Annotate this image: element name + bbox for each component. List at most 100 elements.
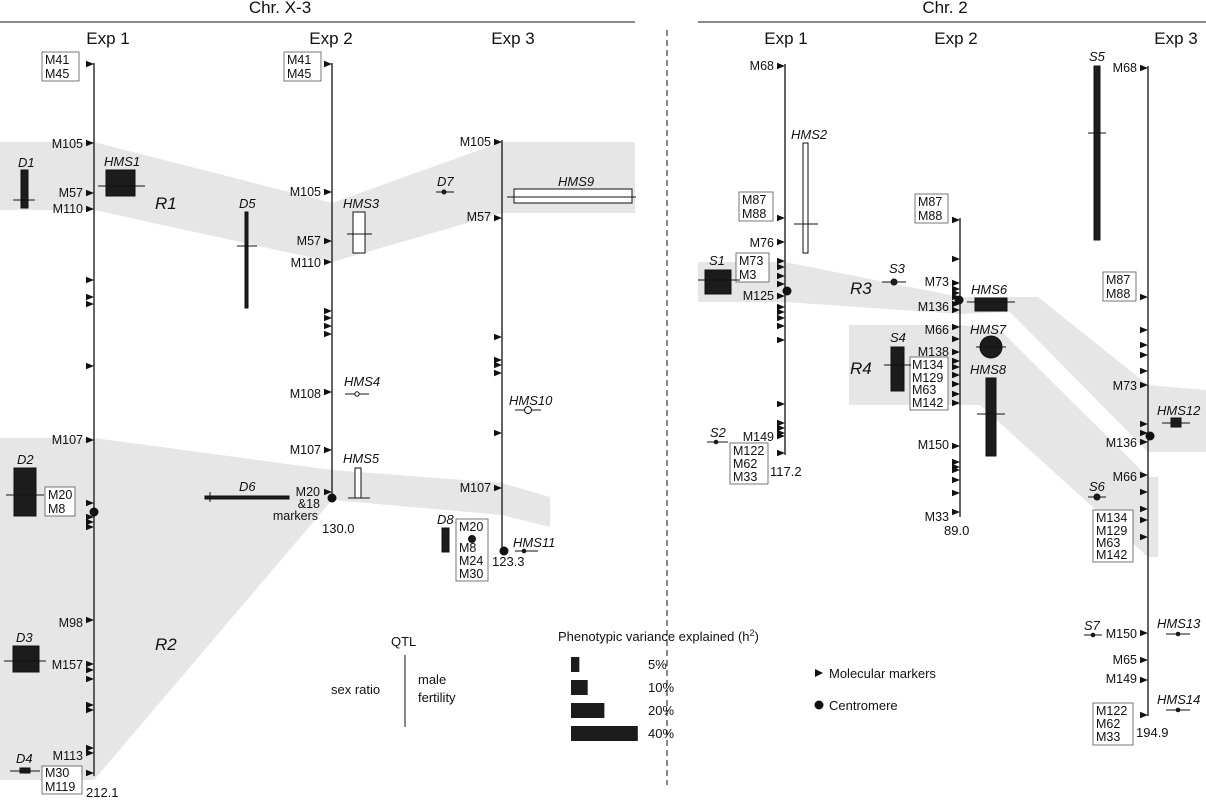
qtl-hms14	[1175, 707, 1181, 713]
marker-tick-icon	[777, 449, 785, 457]
marker-tick-icon	[1140, 711, 1148, 719]
centromere-2-exp2	[954, 295, 964, 305]
qtl-s6	[1093, 493, 1101, 501]
legend-variance-label: 40%	[648, 726, 674, 741]
qtl-d1	[20, 169, 29, 209]
qtl-label-hms9: HMS9	[558, 174, 594, 189]
marker-label: M105	[52, 137, 83, 151]
chromosome-axes	[93, 63, 1149, 776]
qtl-label-d3: D3	[16, 630, 33, 645]
marker-box	[914, 193, 949, 224]
marker-tick-icon	[494, 138, 502, 146]
legend-qtl-title: QTL	[391, 634, 416, 649]
qtl-label-d2: D2	[17, 452, 34, 467]
legend: QTL sex ratio male fertility Phenotypic …	[331, 628, 936, 741]
marker-box	[41, 51, 80, 82]
marker-label: M73	[739, 254, 763, 268]
qtl-d7	[441, 189, 447, 195]
marker-label: M20	[459, 520, 483, 534]
region-label-r2: R2	[155, 635, 177, 654]
marker-tick-icon	[952, 216, 960, 224]
marker-label: M142	[912, 396, 943, 410]
marker-label: M66	[925, 323, 949, 337]
marker-label: M88	[918, 209, 942, 223]
region-label-r4: R4	[850, 359, 872, 378]
legend-centromere: Centromere	[829, 698, 898, 713]
marker-tick-icon	[324, 488, 332, 496]
chromosome-title-2: Chr. 2	[922, 0, 967, 17]
qtl-label-hms1: HMS1	[104, 154, 140, 169]
marker-tick-icon	[86, 518, 94, 526]
marker-tick-icon	[494, 361, 502, 369]
marker-tick-icon	[86, 300, 94, 308]
marker-tick-icon	[777, 308, 785, 316]
marker-tick-icon	[324, 330, 332, 338]
qtl-hms3	[352, 211, 366, 254]
qtl-label-hms3: HMS3	[343, 196, 380, 211]
marker-tick-icon	[86, 205, 94, 213]
marker-tick-icon	[86, 499, 94, 507]
marker-label: M134	[912, 358, 943, 372]
region-label-r3: R3	[850, 279, 872, 298]
marker-label: M108	[290, 387, 321, 401]
marker-tick-icon	[86, 189, 94, 197]
qtl-s5	[1093, 65, 1101, 241]
marker-tick-icon	[86, 616, 94, 624]
marker-labels-x-exp1: M41 M45 M105 M57 M110 M107 M20 M8 M98 M1…	[41, 51, 119, 800]
marker-tick-icon	[86, 706, 94, 714]
marker-box	[455, 518, 489, 582]
centromere-2-exp3	[1145, 431, 1155, 441]
marker-tick-icon	[952, 458, 960, 466]
marker-box	[738, 191, 774, 222]
qtl-hms11	[521, 548, 527, 554]
qtl-marks	[4, 65, 1190, 774]
marker-tick-icon	[1140, 533, 1148, 541]
marker-tick-icon	[494, 356, 502, 364]
marker-tick-icon	[952, 323, 960, 331]
legend-sex-ratio: sex ratio	[331, 682, 380, 697]
marker-tick-icon	[1140, 676, 1148, 684]
marker-label: &18	[298, 497, 320, 511]
marker-label: M45	[45, 67, 69, 81]
marker-tick-icon	[777, 238, 785, 246]
marker-label: M57	[467, 210, 491, 224]
marker-label: M62	[733, 457, 757, 471]
marker-tick-icon	[777, 280, 785, 288]
marker-tick-icon	[1140, 420, 1148, 428]
marker-label: M119	[45, 780, 75, 794]
marker-tick-icon	[952, 279, 960, 287]
legend-variance-bar	[571, 680, 588, 695]
marker-box	[729, 442, 769, 485]
legend-variance-title: Phenotypic variance explained (h2)	[558, 628, 759, 644]
marker-label: M107	[460, 481, 491, 495]
qtl-label-s7: S7	[1084, 618, 1101, 633]
qtl-hms8	[985, 377, 997, 457]
marker-label: M68	[750, 59, 774, 73]
legend-marker-arrow-icon	[815, 669, 823, 677]
marker-tick-icon	[952, 357, 960, 365]
legend-variance-bars: 5%10%20%40%	[571, 657, 674, 741]
marker-tick-icon	[86, 523, 94, 531]
legend-variance-label: 10%	[648, 680, 674, 695]
qtl-hms1	[105, 169, 136, 197]
centromere-2-exp1	[782, 286, 792, 296]
qtl-d3	[12, 645, 40, 673]
marker-tick-icon	[1140, 367, 1148, 375]
marker-label: M33	[1096, 730, 1120, 744]
qtl-s3	[890, 278, 898, 286]
marker-tick-icon	[952, 476, 960, 484]
marker-label: M149	[1106, 672, 1137, 686]
marker-label: M98	[59, 616, 83, 630]
marker-label: M62	[1096, 717, 1120, 731]
marker-label: M63	[1096, 536, 1120, 550]
marker-tick-icon	[86, 749, 94, 757]
marker-label: M136	[918, 300, 949, 314]
marker-tick-icon	[324, 322, 332, 330]
marker-label: M142	[1096, 548, 1127, 562]
centromere-x-exp3	[499, 546, 509, 556]
marker-tick-icon	[86, 744, 94, 752]
qtl-d6	[204, 495, 290, 500]
exp-label-x-3: Exp 3	[491, 29, 534, 48]
qtl-hms5	[354, 467, 362, 499]
